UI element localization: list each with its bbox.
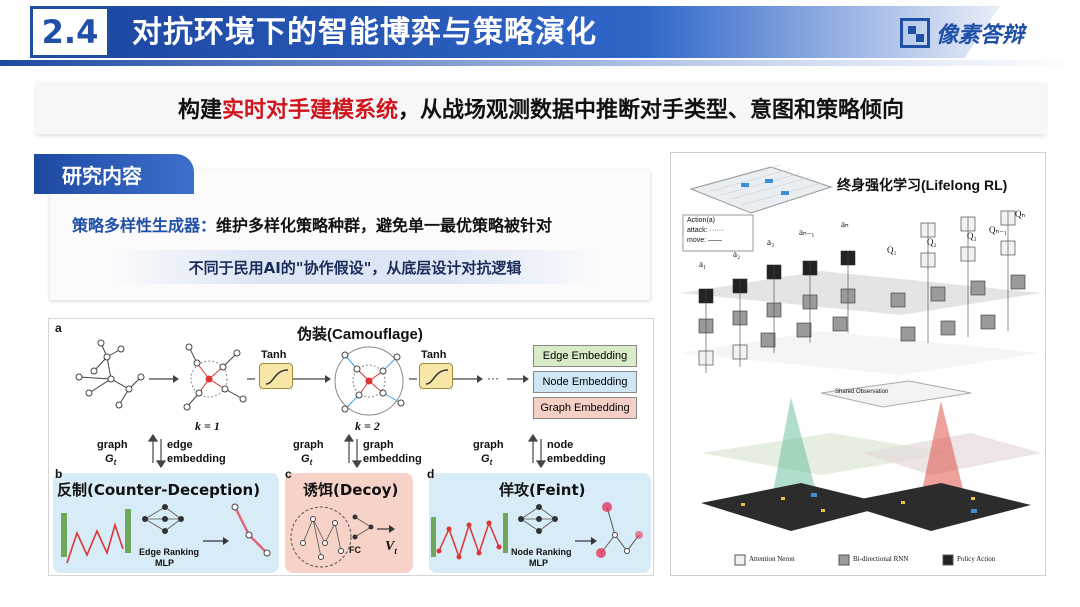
- tanh-label-2: Tanh: [421, 349, 447, 361]
- q-label-n: Qₙ: [1015, 209, 1026, 219]
- page-title: 对抗环境下的智能博弈与策略演化: [132, 15, 597, 50]
- subtitle-banner: 构建实时对手建模系统，从战场观测数据中推断对手类型、意图和策略倾向: [36, 82, 1046, 134]
- research-item: 策略多样性生成器：维护多样化策略种群，避免单一最优策略被针对: [72, 212, 552, 236]
- edge-ranking-label: Edge Ranking: [139, 547, 200, 557]
- k2-label: k = 2: [355, 419, 380, 433]
- k1-label: k = 1: [195, 419, 220, 433]
- arrow3-up-label: graph: [473, 439, 504, 451]
- panel-b-letter: b: [55, 467, 63, 481]
- research-note: 不同于民用AI的"协作假设"，从底层设计对抗逻辑: [110, 250, 600, 284]
- node-embedding-box: Node Embedding: [533, 371, 637, 393]
- arrow3-down-label2: embedding: [547, 453, 606, 465]
- node-ranking-mlp: MLP: [529, 558, 548, 568]
- q-label-n1: Qₙ₋₁: [989, 225, 1007, 235]
- tanh-block-1: [259, 363, 293, 389]
- vt-label: Vt: [385, 539, 397, 556]
- q-label-1: Q₁: [887, 245, 897, 255]
- node-ranking-label: Node Ranking: [511, 547, 572, 557]
- research-item-text: 维护多样化策略种群，避免单一最优策略被针对: [216, 216, 553, 235]
- research-tab: 研究内容: [34, 154, 194, 194]
- figure-graph-deception: a 伪装(Camouflage): [48, 318, 654, 576]
- arrow1-up-label: graph: [97, 439, 128, 451]
- legend-attention: Attention Neron: [749, 555, 795, 563]
- graph-original: [75, 339, 145, 409]
- panel-a-letter: a: [55, 321, 62, 335]
- section-number: 2.4: [30, 6, 110, 58]
- legend-attack: attack: ······: [687, 227, 724, 234]
- arrow3-up-symbol: Gt: [481, 453, 493, 468]
- legend-action: Action(a): [687, 217, 716, 224]
- logo-text: 像素答辩: [936, 23, 1025, 48]
- tanh-label-1: Tanh: [261, 349, 287, 361]
- arrow2-down-label2: embedding: [363, 453, 422, 465]
- legend-birnn: Bi-directional RNN: [853, 555, 909, 563]
- lifelong-rl-diagram: [681, 164, 1041, 566]
- legend-policy: Policy Action: [957, 555, 996, 563]
- q-label-2: Q₂: [927, 237, 937, 247]
- subtitle-highlight: 实时对手建模系统: [221, 98, 398, 123]
- a-label-1: a₁: [699, 259, 707, 269]
- arrow2-up-label: graph: [293, 439, 324, 451]
- decoy-title: 诱饵(Decoy): [303, 481, 399, 499]
- edge-ranking-mlp: MLP: [155, 558, 174, 568]
- counter-deception-diagram: [61, 503, 271, 564]
- logo: 像素答辩: [899, 14, 1060, 52]
- legend-move: move: ——: [687, 237, 723, 244]
- fc-label: FC: [349, 545, 361, 555]
- vertical-arrows: [147, 433, 547, 469]
- panel-c-letter: c: [285, 467, 292, 481]
- decoy-box: 诱饵(Decoy) FC Vt: [285, 473, 413, 573]
- a-label-3: a₃: [767, 237, 775, 247]
- feint-box: 佯攻(Feint) Node Ranking MLP: [429, 473, 651, 573]
- q-label-3: Q₃: [967, 231, 977, 241]
- graph-diagram-svg: [75, 339, 547, 469]
- logo-icon: [899, 17, 931, 49]
- arrow3-down-label: node: [547, 439, 574, 451]
- camouflage-title: 伪装(Camouflage): [297, 326, 423, 343]
- shared-observation-label: Shared Observation: [835, 389, 889, 395]
- counter-deception-title: 反制(Counter-Deception): [57, 481, 261, 499]
- arrow1-up-symbol: Gt: [105, 453, 117, 468]
- graph-embedding-box: Graph Embedding: [533, 397, 637, 419]
- feint-title: 佯攻(Feint): [499, 481, 586, 499]
- header-underline: [0, 60, 1080, 66]
- subtitle-suffix: ，从战场观测数据中推断对手类型、意图和策略倾向: [398, 98, 905, 123]
- arrow1-down-label2: embedding: [167, 453, 226, 465]
- a-label-n: aₙ: [841, 219, 849, 229]
- tanh-block-2: [419, 363, 453, 389]
- edge-embedding-box: Edge Embedding: [533, 345, 637, 367]
- ellipsis: ···: [487, 371, 499, 385]
- top-map: [689, 164, 833, 214]
- header: 2.4 对抗环境下的智能博弈与策略演化 像素答辩: [0, 0, 1080, 66]
- panel-d-letter: d: [427, 467, 435, 481]
- a-label-2: a₂: [733, 249, 741, 259]
- arrow1-down-label: edge: [167, 439, 193, 451]
- research-item-label: 策略多样性生成器：: [72, 216, 217, 235]
- header-bar: [110, 6, 1000, 58]
- figure-lifelong-rl: 终身强化学习(Lifelong RL) Action(a) attack: ··…: [670, 152, 1046, 576]
- counter-deception-box: 反制(Counter-Deception) Edge Ranking MLP: [53, 473, 279, 573]
- decoy-diagram: [290, 506, 395, 568]
- arrow2-down-label: graph: [363, 439, 394, 451]
- graph-k1: [183, 343, 247, 411]
- arrow2-up-symbol: Gt: [301, 453, 313, 468]
- feint-diagram: [431, 502, 643, 560]
- subtitle-prefix: 构建: [177, 98, 222, 123]
- a-label-n1: aₙ₋₁: [799, 227, 815, 237]
- graph-k2: [334, 346, 405, 416]
- lifelong-rl-title: 终身强化学习(Lifelong RL): [837, 177, 1008, 193]
